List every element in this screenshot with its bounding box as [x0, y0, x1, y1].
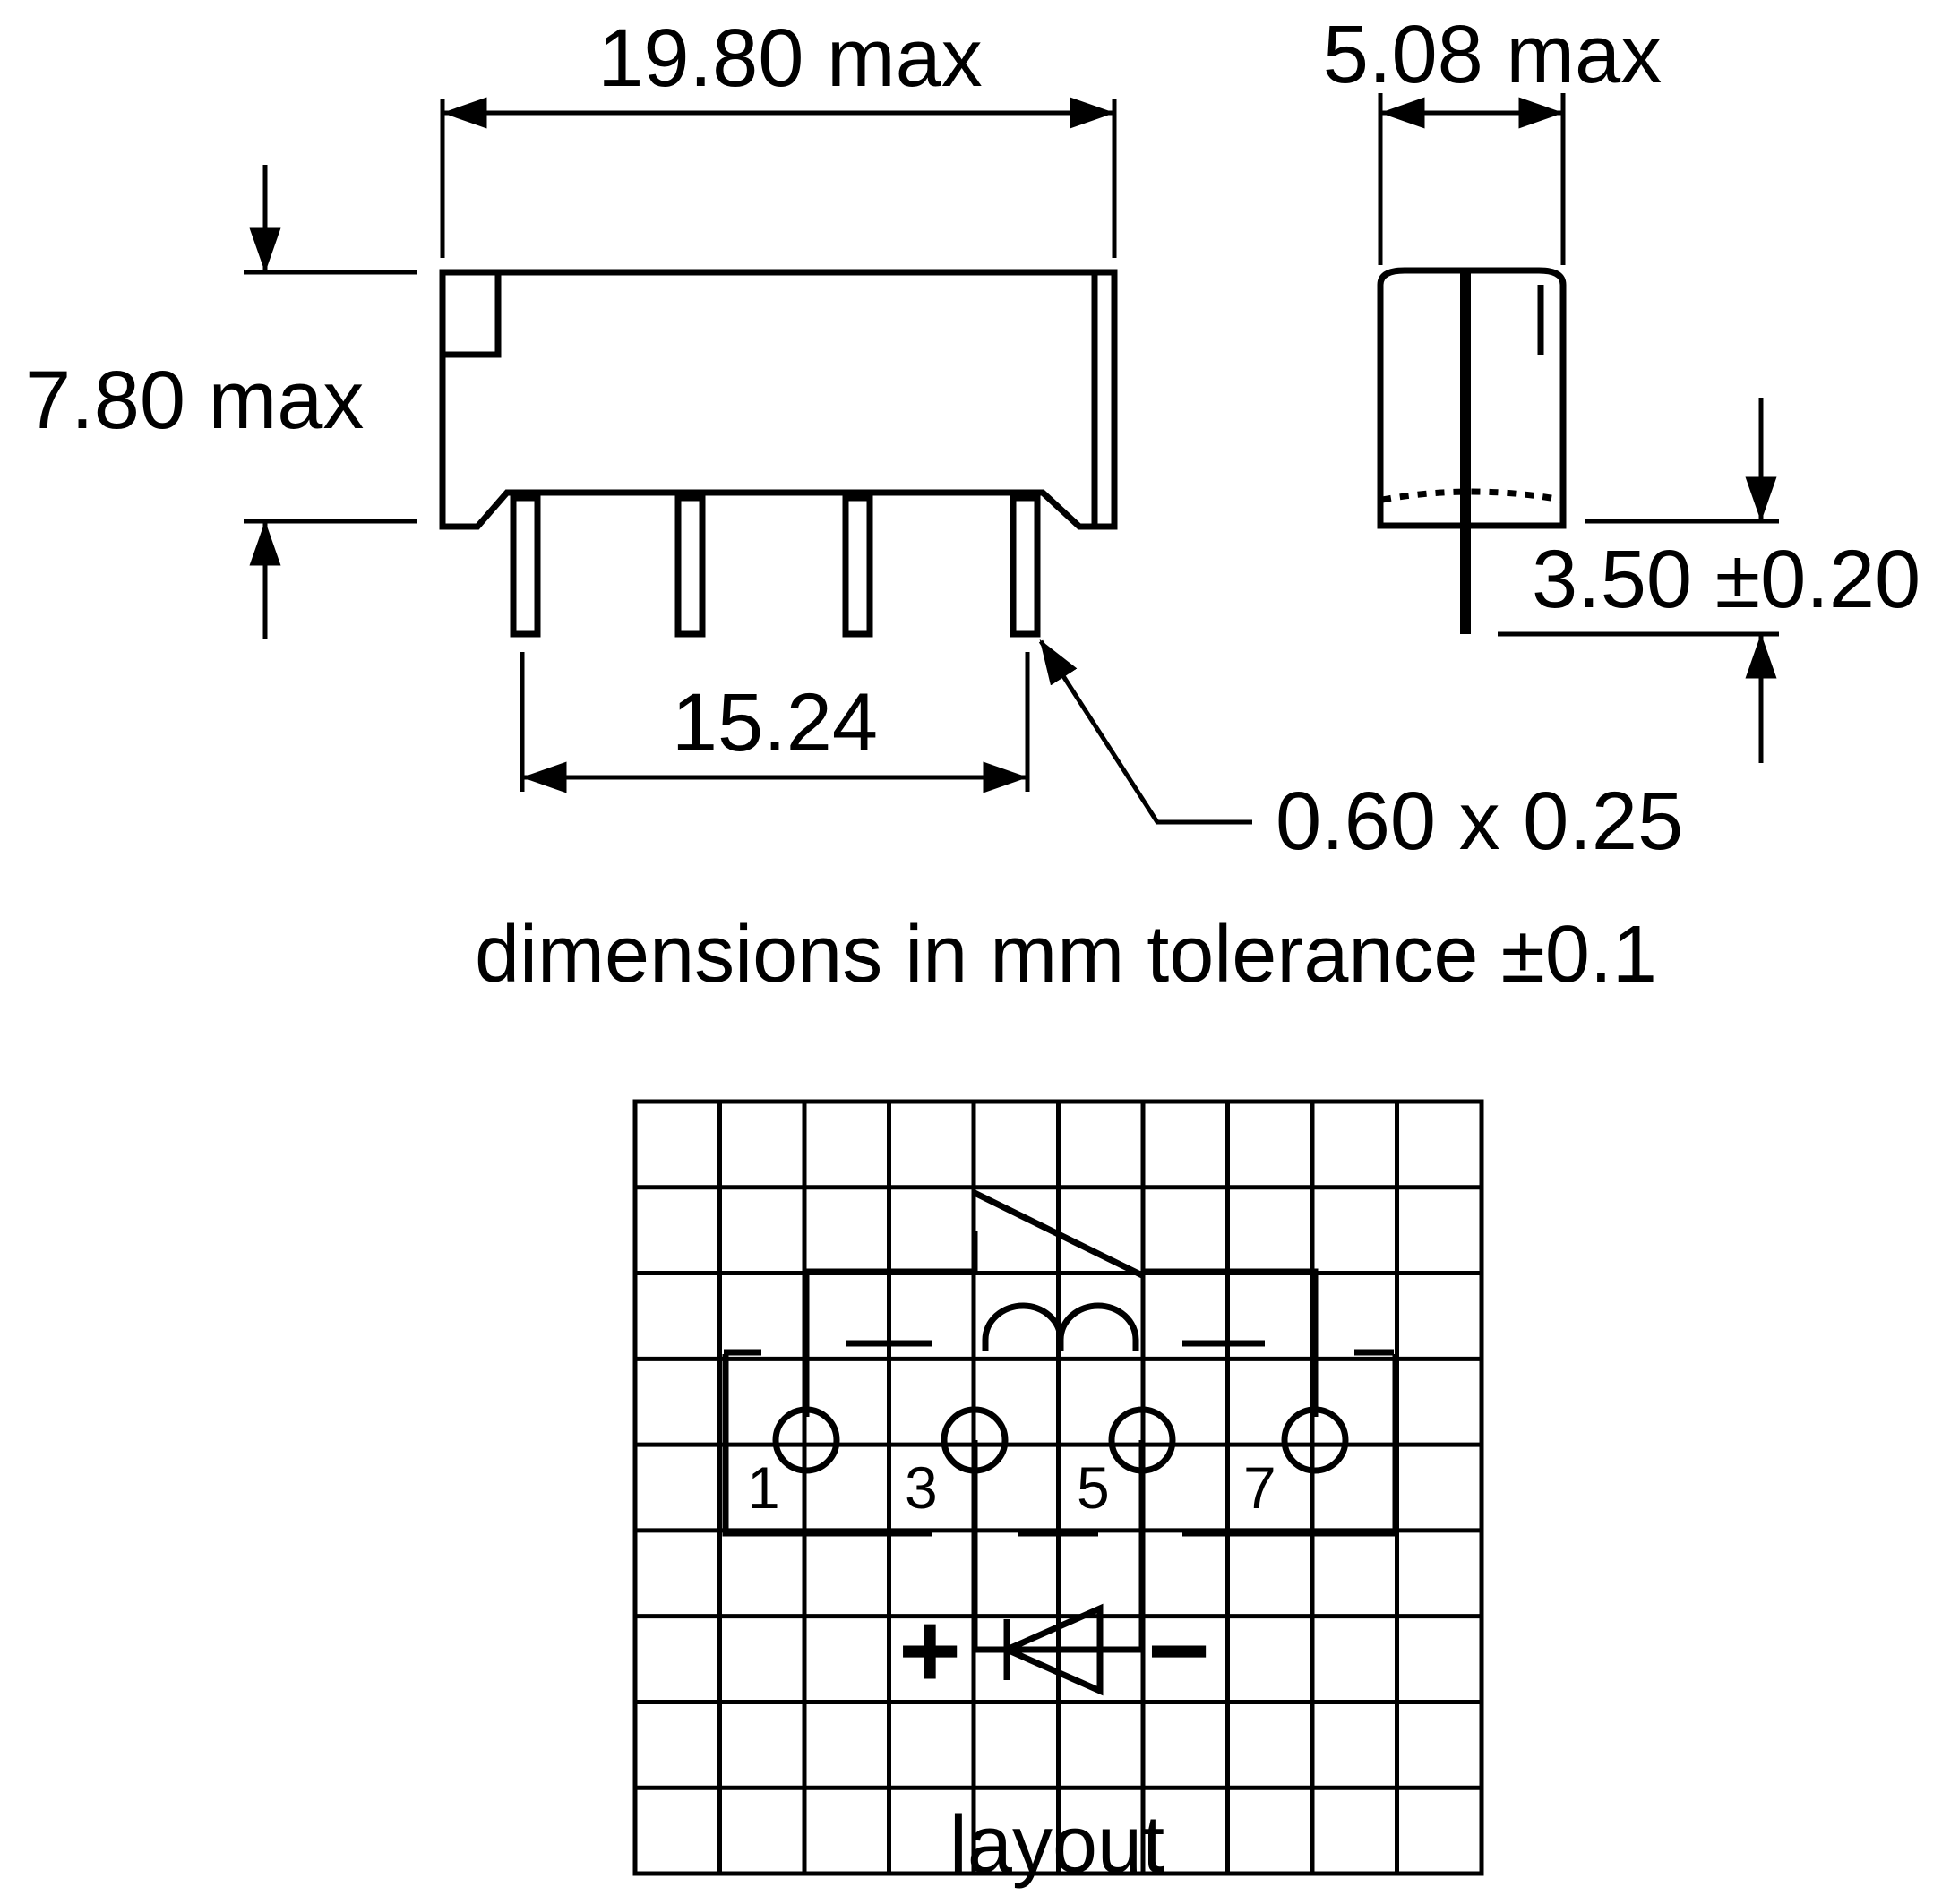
pin-pitch-dimension: 15.24 — [520, 652, 1030, 793]
width-label: 5.08 max — [1323, 9, 1662, 100]
side-seal-line — [1381, 488, 1562, 503]
polarity-plus: + — [898, 1591, 961, 1711]
pin-pitch-label: 15.24 — [672, 677, 878, 768]
front-view — [439, 269, 1118, 638]
pin-section-label: 0.60 x 0.25 — [1276, 776, 1683, 867]
pin-label-7: 7 — [1243, 1454, 1276, 1521]
pin-label-3: 3 — [905, 1454, 938, 1521]
width-dimension: 5.08 max — [1323, 9, 1662, 265]
pin-section-leader: 0.60 x 0.25 — [1038, 639, 1683, 867]
pin-label-5: 5 — [1077, 1454, 1110, 1521]
pad-pin-7 — [1281, 1406, 1349, 1474]
front-pin-5 — [842, 494, 873, 638]
body-notch-left — [442, 272, 502, 358]
length-dimension: 19.80 max — [440, 13, 1117, 258]
height-label: 7.80 max — [25, 355, 364, 446]
pin-label-1: 1 — [747, 1454, 780, 1521]
polarity-minus: − — [1147, 1591, 1210, 1711]
layout-schematic: 1 3 5 7 + − — [722, 1189, 1399, 1711]
length-label: 19.80 max — [597, 13, 983, 104]
side-view — [1377, 267, 1567, 634]
pin-length-label: 3.50 ±0.20 — [1532, 534, 1920, 625]
front-pin-1 — [510, 494, 541, 638]
layout-caption: layout — [949, 1800, 1164, 1890]
front-pin-7 — [1010, 494, 1041, 638]
height-dimension: 7.80 max — [25, 165, 417, 639]
relay-body-outline — [439, 269, 1118, 530]
coil-symbol — [982, 1302, 1139, 1351]
front-pin-3 — [674, 494, 706, 638]
diode-symbol — [999, 1603, 1104, 1696]
pad-pin-3 — [941, 1406, 1009, 1474]
pad-pin-1 — [772, 1406, 840, 1474]
dimensions-note: dimensions in mm tolerance ±0.1 — [475, 910, 1657, 999]
layout-grid — [632, 1099, 1484, 1876]
reed-switch-blade — [973, 1189, 1144, 1279]
pin-length-dimension: 3.50 ±0.20 — [1498, 398, 1920, 763]
pad-pin-5 — [1108, 1406, 1176, 1474]
side-body-outline — [1377, 267, 1567, 529]
